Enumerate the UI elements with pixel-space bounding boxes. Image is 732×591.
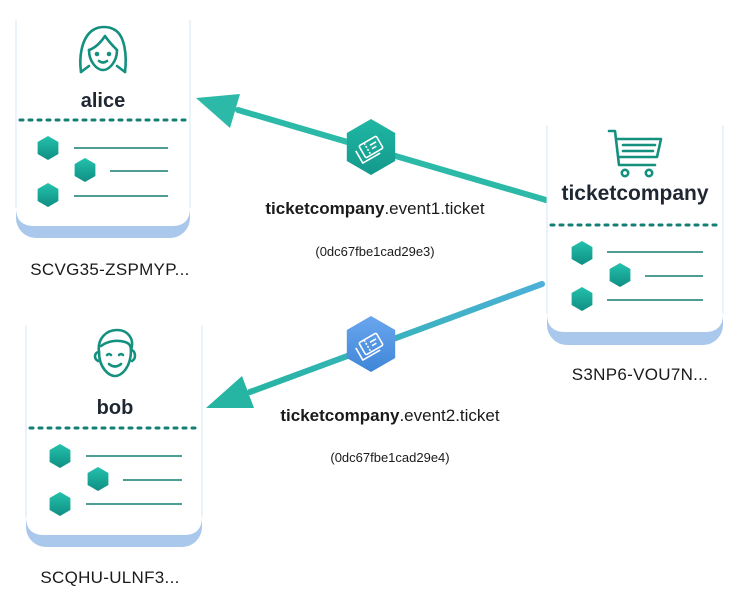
transfer-arrow-2 bbox=[206, 281, 545, 408]
ticket-badge-2 bbox=[346, 316, 396, 372]
transfer-2-hash: (0dc67fbe1cad29e4) bbox=[330, 450, 449, 465]
bob-asset-list bbox=[49, 444, 182, 516]
transfer-2-label: ticketcompany.event2.ticket bbox=[280, 406, 499, 425]
transfer-2-asset: .event2.ticket bbox=[399, 406, 499, 425]
ticketcompany-account-card[interactable]: ticketcompany bbox=[546, 125, 724, 345]
bob-name: bob bbox=[97, 397, 134, 419]
alice-account-card[interactable]: alice bbox=[15, 20, 191, 238]
transfer-1-label: ticketcompany.event1.ticket bbox=[265, 199, 484, 218]
ticketcompany-address: S3NP6-VOU7N... bbox=[572, 365, 708, 384]
bob-account-card[interactable]: bob bbox=[25, 325, 203, 547]
transfer-1-issuer: ticketcompany bbox=[265, 199, 385, 218]
shopping-cart-icon bbox=[607, 129, 663, 178]
ticketcompany-asset-list bbox=[571, 241, 703, 311]
man-avatar-icon bbox=[93, 328, 137, 378]
transfer-2-issuer: ticketcompany bbox=[280, 406, 400, 425]
woman-avatar-icon bbox=[79, 25, 127, 74]
alice-address: SCVG35-ZSPMYP... bbox=[30, 260, 189, 279]
ticket-badge-1 bbox=[346, 119, 396, 175]
transfer-1-hash: (0dc67fbe1cad29e3) bbox=[315, 244, 434, 259]
transfer-1-asset: .event1.ticket bbox=[384, 199, 484, 218]
alice-name: alice bbox=[81, 90, 125, 112]
ticketcompany-name: ticketcompany bbox=[561, 182, 708, 205]
bob-address: SCQHU-ULNF3... bbox=[40, 568, 179, 587]
alice-asset-list bbox=[37, 136, 168, 207]
